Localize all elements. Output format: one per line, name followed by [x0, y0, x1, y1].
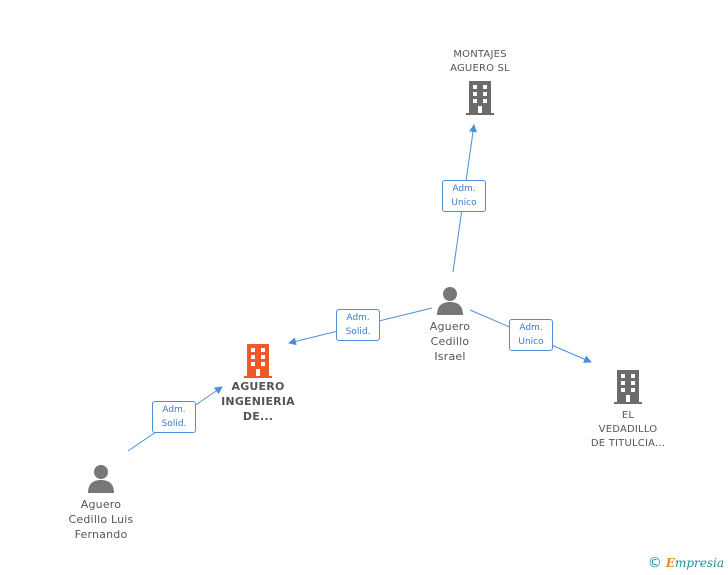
empresia-logo-e: E: [665, 556, 675, 570]
node-aguero-ingenieria[interactable]: AGUERO INGENIERIA DE...: [206, 343, 310, 424]
relation-label-adm-solid-ingenieria[interactable]: Adm. Solid.: [336, 309, 380, 341]
person-icon: [88, 465, 114, 493]
node-aguero-cedillo-luis-fernando[interactable]: Aguero Cedillo Luis Fernando: [56, 463, 146, 542]
building-icon: [614, 370, 642, 404]
empresia-logo-text: mpresia: [674, 556, 724, 570]
copyright-icon: ©: [647, 555, 662, 571]
building-icon: [244, 344, 272, 378]
building-icon: [466, 81, 494, 115]
node-aguero-cedillo-israel-label: Aguero Cedillo Israel: [429, 320, 471, 363]
node-montajes-aguero[interactable]: MONTAJES AGUERO SL: [430, 48, 530, 116]
node-el-vedadillo-label: EL VEDADILLO DE TITULCIA...: [590, 410, 666, 449]
relation-label-adm-unico-vedadillo[interactable]: Adm. Unico: [509, 319, 553, 351]
empresia-brand[interactable]: ©Empresia: [648, 555, 724, 571]
relation-label-adm-unico-montajes[interactable]: Adm. Unico: [442, 180, 486, 212]
relation-label-adm-solid-fernando[interactable]: Adm. Solid.: [152, 401, 196, 433]
node-aguero-cedillo-israel[interactable]: Aguero Cedillo Israel: [412, 285, 488, 364]
node-aguero-cedillo-luis-fernando-label: Aguero Cedillo Luis Fernando: [68, 498, 134, 541]
node-el-vedadillo[interactable]: EL VEDADILLO DE TITULCIA...: [576, 369, 680, 451]
person-icon: [437, 287, 463, 315]
node-aguero-ingenieria-label: AGUERO INGENIERIA DE...: [221, 380, 295, 423]
node-montajes-aguero-label: MONTAJES AGUERO SL: [450, 49, 510, 74]
